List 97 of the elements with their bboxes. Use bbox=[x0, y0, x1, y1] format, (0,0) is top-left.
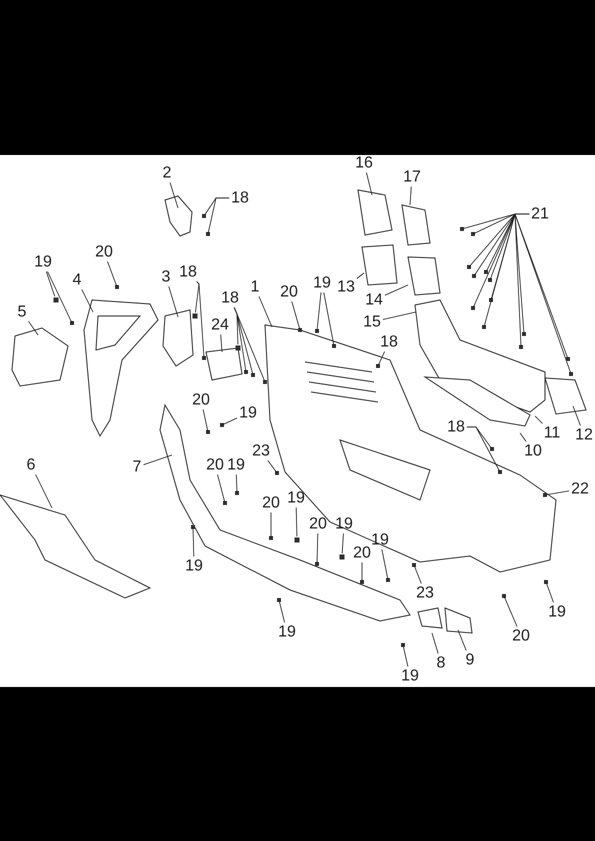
callout-number: 21 bbox=[530, 206, 550, 222]
leader-line bbox=[410, 186, 412, 206]
callout-number: 11 bbox=[542, 424, 562, 442]
callout-number: 19 bbox=[277, 624, 297, 640]
callout-number: 19 bbox=[33, 254, 53, 270]
leader-line bbox=[170, 182, 178, 208]
leader-line bbox=[432, 632, 438, 654]
fastener-mark bbox=[294, 538, 300, 542]
leader-line bbox=[546, 582, 554, 603]
callout-number: 22 bbox=[570, 480, 590, 498]
callout-number: 20 bbox=[352, 544, 372, 562]
fastener-mark bbox=[192, 314, 198, 318]
leader-line bbox=[504, 596, 518, 627]
callout-number: 20 bbox=[94, 244, 114, 260]
callout-number: 19 bbox=[226, 456, 246, 474]
leader-line bbox=[323, 292, 334, 346]
leader-line bbox=[143, 454, 172, 466]
callout-number: 8 bbox=[436, 654, 446, 672]
leader-line bbox=[278, 600, 285, 623]
leader-line bbox=[236, 474, 238, 494]
leader-line bbox=[544, 490, 570, 496]
callout-number: 20 bbox=[205, 456, 225, 474]
callout-number: 19 bbox=[400, 668, 420, 684]
callout-number: 20 bbox=[191, 392, 211, 408]
callout-number: 23 bbox=[415, 584, 435, 602]
callout-number: 2 bbox=[162, 164, 172, 182]
leader-line bbox=[466, 426, 500, 472]
leader-line bbox=[35, 474, 52, 508]
callout-number: 20 bbox=[279, 284, 299, 300]
callout-number: 20 bbox=[308, 516, 328, 532]
callout-number: 1 bbox=[250, 278, 260, 296]
callout-number: 20 bbox=[511, 628, 531, 644]
leader-line bbox=[234, 307, 266, 382]
leader-line bbox=[28, 320, 38, 336]
callout-number: 13 bbox=[336, 278, 356, 296]
callout-number: 20 bbox=[261, 494, 281, 512]
leader-line bbox=[296, 507, 298, 537]
leader-line bbox=[107, 261, 118, 288]
callout-number: 6 bbox=[26, 456, 36, 474]
callout-number: 23 bbox=[251, 442, 271, 460]
callout-number: 19 bbox=[286, 490, 306, 506]
leader-line bbox=[196, 281, 204, 358]
callout-number: 4 bbox=[72, 272, 82, 288]
callout-number: 19 bbox=[312, 274, 332, 292]
callout-number: 19 bbox=[370, 532, 390, 548]
callout-number: 18 bbox=[178, 264, 198, 280]
leader-line bbox=[458, 630, 467, 651]
callout-number: 10 bbox=[523, 442, 543, 460]
leader-line bbox=[342, 533, 344, 554]
callout-number: 19 bbox=[334, 516, 354, 532]
leader-line bbox=[81, 289, 94, 312]
callout-number: 17 bbox=[402, 168, 422, 186]
callout-number: 3 bbox=[160, 268, 172, 286]
leader-line bbox=[47, 271, 72, 324]
leader-line bbox=[384, 284, 408, 296]
callout-number: 24 bbox=[210, 316, 230, 334]
leader-line bbox=[534, 416, 543, 424]
callout-number: 18 bbox=[446, 418, 466, 436]
leader-line bbox=[382, 549, 388, 580]
callout-number: 19 bbox=[184, 558, 204, 574]
leader-line bbox=[572, 406, 581, 426]
leader-line bbox=[270, 512, 272, 538]
callout-number: 7 bbox=[132, 458, 142, 476]
callout-number: 14 bbox=[364, 292, 384, 308]
leader-line bbox=[378, 351, 385, 366]
callout-number: 15 bbox=[362, 314, 382, 330]
leader-line bbox=[208, 198, 230, 234]
leader-line bbox=[202, 409, 208, 432]
callout-number: 18 bbox=[230, 190, 250, 206]
leader-line bbox=[382, 312, 416, 320]
leader-line bbox=[192, 526, 194, 557]
callout-number: 18 bbox=[220, 290, 240, 306]
leader-line bbox=[217, 474, 226, 504]
callout-number: 16 bbox=[354, 154, 374, 172]
leader-line bbox=[258, 296, 272, 328]
leader-line bbox=[291, 301, 300, 330]
fastener-mark bbox=[54, 298, 58, 302]
callout-number: 5 bbox=[16, 304, 28, 320]
leader-line bbox=[316, 292, 322, 332]
fastener-mark bbox=[236, 346, 240, 350]
leader-line bbox=[316, 533, 318, 564]
leader-line bbox=[46, 271, 56, 297]
leader-line bbox=[168, 286, 178, 318]
callout-number: 19 bbox=[238, 404, 258, 422]
callout-number: 18 bbox=[379, 334, 399, 350]
leader-line bbox=[366, 172, 372, 196]
leader-line bbox=[220, 334, 222, 352]
leader-line bbox=[414, 564, 422, 584]
leader-line bbox=[268, 460, 278, 474]
leader-line bbox=[402, 644, 408, 667]
callout-number: 12 bbox=[574, 426, 594, 444]
callout-number: 9 bbox=[464, 652, 476, 668]
leader-line bbox=[222, 418, 238, 426]
callout-number: 19 bbox=[547, 604, 567, 620]
leader-line bbox=[520, 432, 526, 442]
leader-line bbox=[356, 272, 364, 279]
fastener-mark bbox=[340, 554, 344, 560]
